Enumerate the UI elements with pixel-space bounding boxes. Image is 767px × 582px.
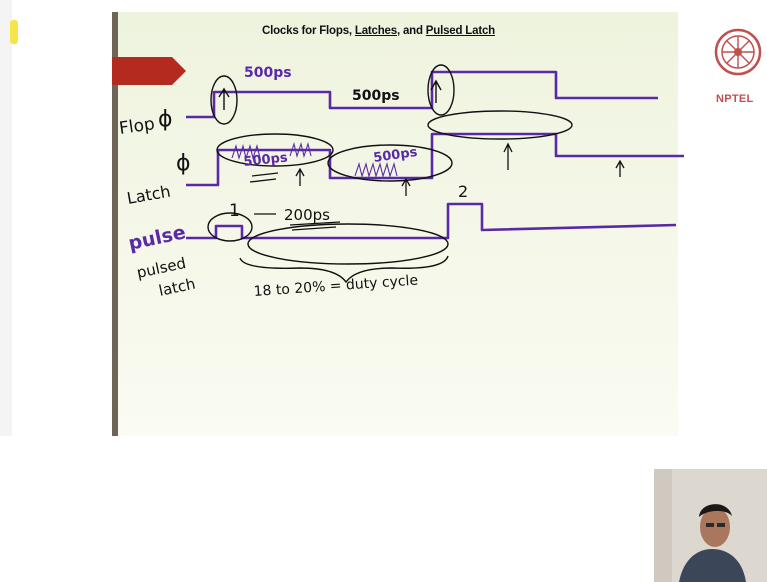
pulse-circle-1 (207, 212, 253, 242)
title-part-pulsed-latch: Pulsed Latch (425, 25, 495, 37)
latch-arrow-3 (503, 142, 513, 170)
pulse-number-1: 1 (229, 201, 240, 221)
latch-scribble-1 (231, 142, 312, 160)
title-part-3: , and (396, 25, 426, 37)
pulse-label: pulse (126, 221, 187, 255)
title-part-1: Clocks for Flops, (262, 25, 355, 37)
duty-cycle-brace (239, 255, 449, 284)
latch-width-label-1: 500ps (243, 150, 289, 170)
latch-phi-symbol: ϕ (176, 151, 191, 176)
latch-arrow-1 (295, 167, 305, 186)
pulse-width-label: 200ps (284, 206, 330, 224)
pulse-width-underline (289, 221, 341, 231)
pulse-number-2: 2 (458, 182, 468, 201)
slide-left-border (112, 12, 118, 436)
flop-phi-symbol: ϕ (158, 107, 173, 132)
latch-arrow-4 (615, 159, 625, 177)
title-part-latches: Latches (354, 25, 397, 37)
flop-label: Flop (118, 114, 156, 139)
nptel-logo-text: NPTEL (716, 93, 754, 105)
flop-width-label-1: 500ps (244, 65, 292, 81)
presenter-webcam (654, 469, 767, 582)
latch-window-ellipse-3 (427, 110, 573, 140)
lecture-slide (112, 12, 678, 436)
flop-up-arrow-1 (218, 87, 230, 110)
flop-edge-circle-1 (210, 75, 238, 125)
duty-cycle-label: 18 to 20% = duty cycle (253, 273, 418, 300)
flop-clock-waveform (186, 70, 658, 119)
flop-width-label-2: 500ps (352, 88, 400, 104)
pulsed-latch-label-2: latch (157, 275, 197, 300)
cursor-highlight (10, 20, 18, 44)
nptel-logo-icon (714, 28, 762, 76)
latch-arrow-2 (401, 177, 411, 196)
flop-up-arrow-2 (430, 79, 442, 103)
top-strip (0, 0, 767, 12)
latch-width-label-2: 500ps (372, 145, 418, 166)
latch-label: Latch (125, 182, 172, 208)
latch-window-ellipse-2 (327, 144, 453, 182)
flop-edge-circle-2 (427, 64, 455, 116)
latch-scribble-2 (354, 162, 398, 178)
presenter-silhouette (654, 469, 767, 582)
pulse-clock-waveform (186, 202, 677, 240)
latch-window-ellipse-1 (216, 133, 334, 167)
latch-clock-waveform (186, 132, 684, 187)
red-pointer-tab (112, 57, 186, 85)
pulse-low-ellipse (247, 223, 449, 265)
left-gutter (0, 0, 12, 436)
slide-title: Clocks for Flops, Latches, and Pulsed La… (262, 25, 502, 37)
latch-width-underline (249, 172, 279, 183)
